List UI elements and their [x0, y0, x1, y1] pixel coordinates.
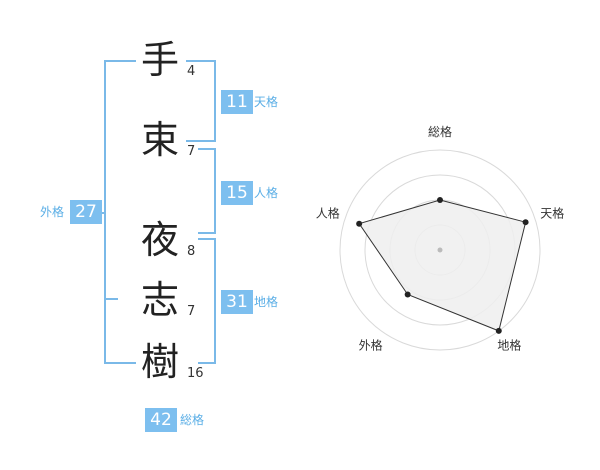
radar-point-4	[404, 291, 411, 298]
chikaku-label: 地格	[254, 295, 279, 309]
radar-axis-label-4: 外格	[359, 338, 383, 353]
radar-point-1	[437, 197, 443, 203]
name-char-1: 手	[140, 38, 179, 82]
chikaku-score: 31	[221, 290, 253, 314]
name-char-3: 夜	[140, 218, 179, 262]
tenkaku-bracket	[186, 60, 216, 142]
tenkaku-score: 11	[221, 90, 253, 114]
stroke-count-2: 7	[187, 144, 196, 159]
jinkaku-score: 15	[221, 181, 253, 205]
stroke-count-4: 7	[187, 304, 196, 319]
name-char-2: 束	[140, 118, 179, 162]
name-char-5: 樹	[140, 340, 179, 384]
radar-point-2	[522, 219, 529, 226]
radar-axis-label-1: 総格	[428, 124, 452, 139]
chikaku-bracket	[198, 238, 216, 364]
stroke-count-1: 4	[187, 64, 196, 79]
radar-point-3	[495, 327, 502, 334]
gaikaku-bracket-tick	[104, 298, 118, 300]
jinkaku-label: 人格	[254, 186, 279, 200]
gaikaku-label: 外格	[40, 205, 65, 219]
radar-ring-4	[339, 149, 541, 351]
gaikaku-bracket	[104, 60, 136, 364]
radar-axis-label-2: 天格	[540, 206, 564, 221]
jinkaku-bracket	[198, 148, 216, 234]
gaikaku-connector	[98, 212, 106, 214]
tenkaku-label: 天格	[254, 95, 279, 109]
radar-data-polygon	[358, 199, 527, 332]
radar-point-5	[356, 220, 363, 227]
radar-axis-label-3: 地格	[497, 338, 521, 353]
name-char-4: 志	[140, 278, 179, 322]
gaikaku-score: 27	[70, 200, 102, 224]
soukaku-label: 総格	[180, 413, 205, 427]
radar-axis-label-5: 人格	[316, 206, 340, 221]
radar-points	[356, 197, 529, 334]
stroke-count-5: 16	[187, 366, 204, 381]
soukaku-score: 42	[145, 408, 177, 432]
stroke-count-3: 8	[187, 244, 196, 259]
radar-center-dot	[437, 247, 443, 253]
